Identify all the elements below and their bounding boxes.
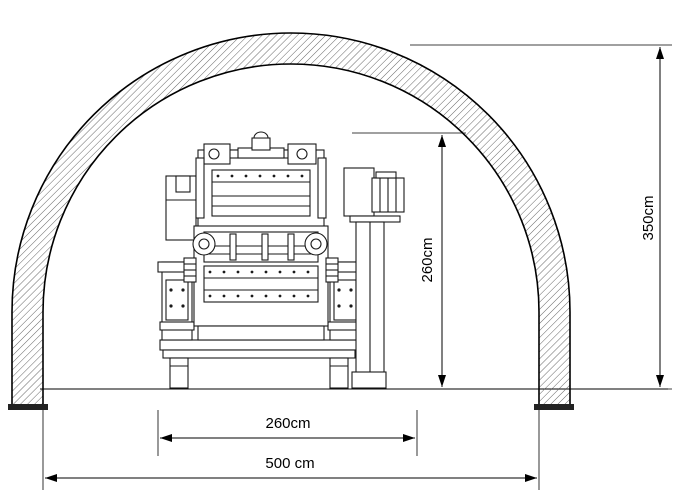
machine-height-label: 260cm [419, 237, 436, 282]
left-foundation [8, 404, 48, 410]
tunnel-arch [11, 32, 571, 409]
tunnel-height-label: 350cm [640, 195, 657, 240]
right-foundation [534, 404, 574, 410]
machine-width-label: 260cm [265, 415, 310, 432]
tunnel-width-label: 500 cm [265, 455, 314, 472]
vibrating-screen-machine [157, 131, 405, 389]
